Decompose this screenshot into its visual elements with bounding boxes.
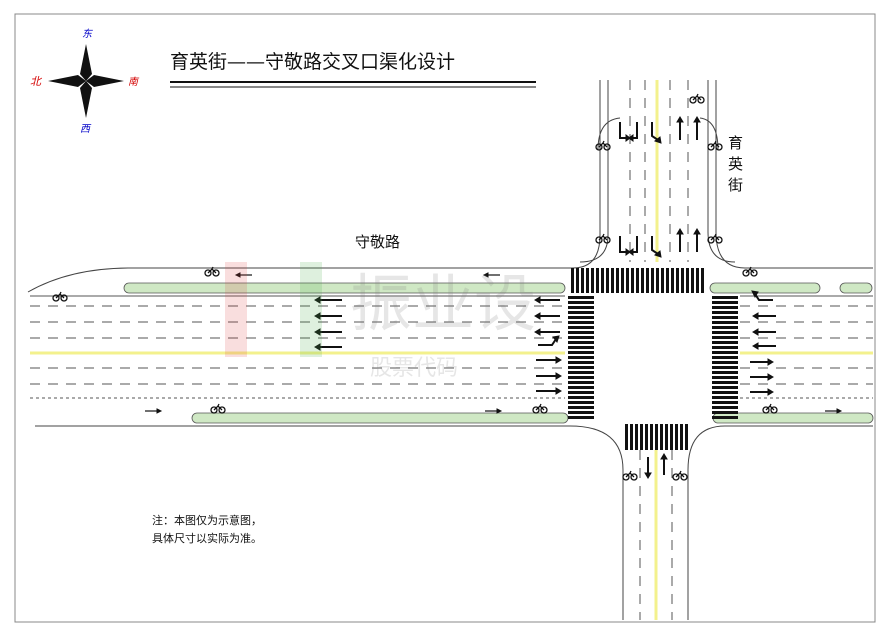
median-north-west bbox=[123, 282, 566, 294]
street-label-ns-char: 英 bbox=[728, 155, 743, 173]
arrow-right-icon bbox=[750, 358, 774, 366]
lane-arrows-north-approach bbox=[619, 116, 701, 479]
bicycle-icon bbox=[622, 470, 638, 481]
arrow-left-icon bbox=[534, 328, 560, 336]
bicycle-icon bbox=[210, 403, 226, 414]
bicycle-icons bbox=[52, 93, 778, 481]
arrow-left-icon bbox=[752, 328, 776, 336]
street-label-ns: 育英街 bbox=[728, 134, 743, 194]
arrow-left-icon bbox=[752, 342, 776, 350]
arrow-down-icon bbox=[651, 236, 662, 258]
bicycle-icon bbox=[595, 233, 611, 244]
arrow-down-turn-icon bbox=[619, 122, 631, 142]
crosswalk-west bbox=[568, 296, 594, 419]
bicycle-icon bbox=[742, 266, 758, 277]
arrow-left-icon bbox=[752, 312, 776, 320]
arrow-right-icon bbox=[536, 387, 562, 395]
bicycle-icon bbox=[532, 403, 548, 414]
arrow-down-icon bbox=[644, 457, 652, 479]
road-edge-south-west bbox=[35, 425, 624, 620]
crosswalk-north bbox=[571, 268, 704, 293]
arrow-down-turn-icon bbox=[628, 236, 638, 256]
lane-arrows-west-approach bbox=[145, 272, 843, 414]
arrow-down-turn-icon bbox=[619, 236, 631, 256]
arrow-right-icon bbox=[750, 388, 774, 396]
arrow-left-icon bbox=[534, 296, 560, 304]
street-label-ns-char: 街 bbox=[728, 176, 743, 194]
compass-west-label: 西 bbox=[80, 124, 92, 135]
arrow-left-icon bbox=[534, 312, 560, 320]
watermark-text-1: 振业设 bbox=[350, 267, 536, 340]
compass-star-icon bbox=[80, 44, 92, 81]
median-north-east-1 bbox=[709, 282, 821, 294]
compass: 东 西 北 南 bbox=[30, 28, 140, 135]
bicycle-icon bbox=[762, 403, 778, 414]
compass-south-label: 南 bbox=[128, 76, 140, 88]
arrow-left-turn-icon bbox=[538, 335, 560, 346]
arrow-left-icon bbox=[314, 328, 342, 336]
arrow-down-icon bbox=[651, 122, 662, 144]
arrow-up-icon bbox=[676, 116, 684, 140]
bike-arrow-right-icon bbox=[825, 408, 843, 414]
lane-lines-ew bbox=[30, 305, 873, 385]
note-line-2: 具体尺寸以实际为准。 bbox=[152, 531, 262, 545]
page-title: 育英街——守敬路交叉口渠化设计 bbox=[170, 51, 455, 73]
watermark-text-2: 股票代码 bbox=[370, 356, 458, 381]
road-edge-south-east bbox=[687, 425, 873, 620]
compass-north-label: 北 bbox=[30, 75, 43, 88]
arrow-up-icon bbox=[660, 453, 668, 475]
bike-arrow-right-icon bbox=[145, 408, 163, 414]
arrow-up-icon bbox=[676, 228, 684, 252]
bicycle-icon bbox=[595, 140, 611, 151]
bike-arrow-left-icon bbox=[482, 272, 500, 278]
arrow-left-icon bbox=[314, 343, 342, 351]
bicycle-icon bbox=[707, 140, 723, 151]
arrow-right-icon bbox=[536, 356, 562, 364]
street-label-ns-char: 育 bbox=[728, 134, 743, 152]
bicycle-icon bbox=[204, 266, 220, 277]
road-edge-north-west bbox=[27, 80, 601, 293]
compass-east-label: 东 bbox=[82, 28, 93, 40]
road-edge-north-east bbox=[715, 80, 873, 269]
arrow-up-icon bbox=[693, 116, 701, 140]
watermark: 振业设 股票代码 bbox=[225, 262, 536, 381]
crosswalk-east bbox=[712, 296, 738, 419]
arrow-up-icon bbox=[693, 228, 701, 252]
median-north-east-2 bbox=[839, 282, 873, 294]
arrow-down-turn-icon bbox=[628, 122, 638, 142]
arrow-left-icon bbox=[314, 312, 342, 320]
bicycle-icon bbox=[689, 93, 705, 104]
note-line-1: 注：本图仅为示意图， bbox=[152, 513, 262, 527]
arrow-right-icon bbox=[536, 372, 562, 380]
crosswalk-south bbox=[625, 424, 688, 450]
arrow-right-icon bbox=[750, 373, 774, 381]
median-south-west bbox=[191, 412, 569, 424]
arrow-left-turn-icon bbox=[751, 290, 773, 301]
bike-arrow-left-icon bbox=[234, 272, 252, 278]
bicycle-icon bbox=[707, 233, 723, 244]
lane-lines-ns bbox=[629, 80, 689, 620]
bicycle-icon bbox=[52, 291, 68, 302]
arrow-left-icon bbox=[314, 296, 342, 304]
street-label-ew: 守敬路 bbox=[355, 233, 400, 251]
bike-arrow-right-icon bbox=[485, 408, 503, 414]
bicycle-icon bbox=[672, 470, 688, 481]
